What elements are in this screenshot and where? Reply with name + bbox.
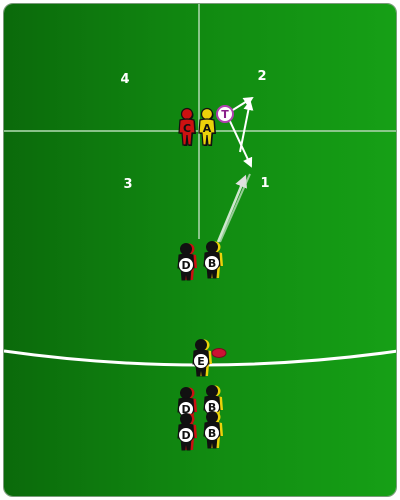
player-label: E	[197, 355, 205, 368]
player-c-red: C	[178, 107, 196, 146]
player-d-queue-2: D	[177, 413, 197, 451]
player-label: B	[208, 427, 216, 440]
run-arrow-to-1	[227, 116, 253, 168]
zone-label-3: 3	[123, 177, 132, 192]
player-b-queue-2: B	[203, 411, 223, 449]
player-label: D	[181, 403, 190, 416]
pass-arrow-to-1-secondary	[219, 173, 251, 243]
player-label: A	[203, 122, 212, 135]
cone-marker: T	[216, 105, 234, 123]
cone-label: T	[221, 108, 229, 121]
player-label: B	[208, 401, 216, 414]
player-label: D	[181, 429, 190, 442]
player-e-yellow: E	[192, 339, 212, 377]
ball	[211, 348, 227, 358]
zone-label-1: 1	[260, 176, 269, 191]
player-d-red: D	[177, 243, 197, 281]
zone-label-2: 2	[257, 69, 266, 84]
zone-label-4: 4	[120, 72, 129, 87]
pass-arrow-to-1	[216, 174, 247, 243]
player-a-yellow: A	[198, 107, 216, 146]
drill-diagram: 2 4 3 1 T C A D B E	[3, 3, 397, 497]
player-label: B	[208, 257, 216, 270]
player-b-yellow: B	[203, 241, 223, 279]
run-arrow-1-to-2	[239, 100, 254, 153]
pitch: 2 4 3 1 T C A D B E	[4, 4, 396, 496]
player-label: D	[181, 259, 190, 272]
player-b-queue-1: B	[203, 385, 223, 423]
player-label: C	[183, 122, 191, 135]
grass	[4, 4, 396, 496]
